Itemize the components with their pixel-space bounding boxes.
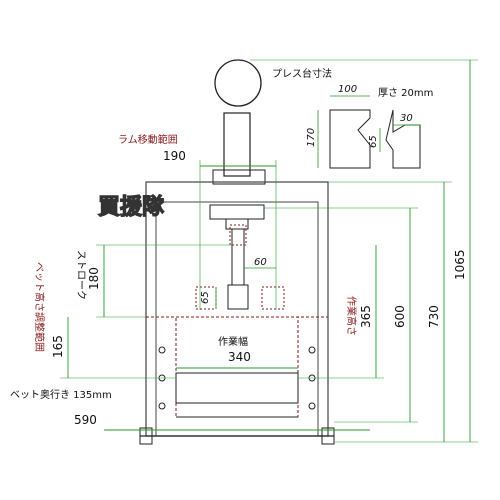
work-height-value: 365 <box>359 305 373 328</box>
thickness-label: 厚さ 20mm <box>378 87 433 99</box>
column-cap <box>212 169 266 185</box>
press-column <box>223 112 251 177</box>
plate-right <box>385 109 421 169</box>
bed-depth-label: ベット奥行き 135mm <box>10 388 112 401</box>
ram-dashed-left <box>195 286 217 310</box>
ram-offset-value: 60 <box>254 257 267 268</box>
bolt-hole <box>158 346 166 354</box>
watermark-logo: 買援隊 <box>98 194 165 220</box>
plate-height-value: 170 <box>306 128 317 147</box>
bolt-hole <box>158 402 166 410</box>
height-1065-value: 1065 <box>453 249 467 280</box>
bed-lower <box>175 372 299 404</box>
bed-adjust-value: 165 <box>51 335 65 358</box>
frame-inner <box>155 201 319 437</box>
base-width-value: 590 <box>74 413 97 427</box>
plate-left <box>329 109 371 169</box>
handle-wheel <box>214 59 262 107</box>
height-730-value: 730 <box>427 305 441 328</box>
bed-plate <box>175 316 299 418</box>
bolt-hole <box>308 346 316 354</box>
work-width-value: 340 <box>228 350 251 364</box>
ram-head <box>209 204 265 220</box>
ram-range-value: 190 <box>163 149 186 163</box>
v-width-value: 30 <box>400 113 413 124</box>
plate-width-value: 100 <box>338 84 357 95</box>
work-width-label: 作業幅 <box>218 335 248 348</box>
ram-tool <box>227 284 249 310</box>
ram-dashed-upper <box>229 224 247 246</box>
ram-small-value: 65 <box>200 291 211 304</box>
bolt-hole <box>308 402 316 410</box>
ram-range-label: ラム移動範囲 <box>118 133 178 146</box>
foot-left <box>139 427 153 445</box>
v-depth-value: 65 <box>368 135 379 148</box>
height-600-value: 600 <box>393 305 407 328</box>
ram-shaft <box>231 228 245 286</box>
ram-dashed-right <box>261 286 285 310</box>
stroke-label: ストローク <box>75 250 87 300</box>
work-height-label: 作業高さ <box>345 296 358 336</box>
foot-right <box>321 427 335 445</box>
bed-adjust-label: ベット高さ調整範囲 <box>33 262 46 352</box>
stroke-value: 180 <box>87 267 101 290</box>
ram-body <box>225 218 249 230</box>
plate-title: プレス台寸法 <box>272 67 332 80</box>
